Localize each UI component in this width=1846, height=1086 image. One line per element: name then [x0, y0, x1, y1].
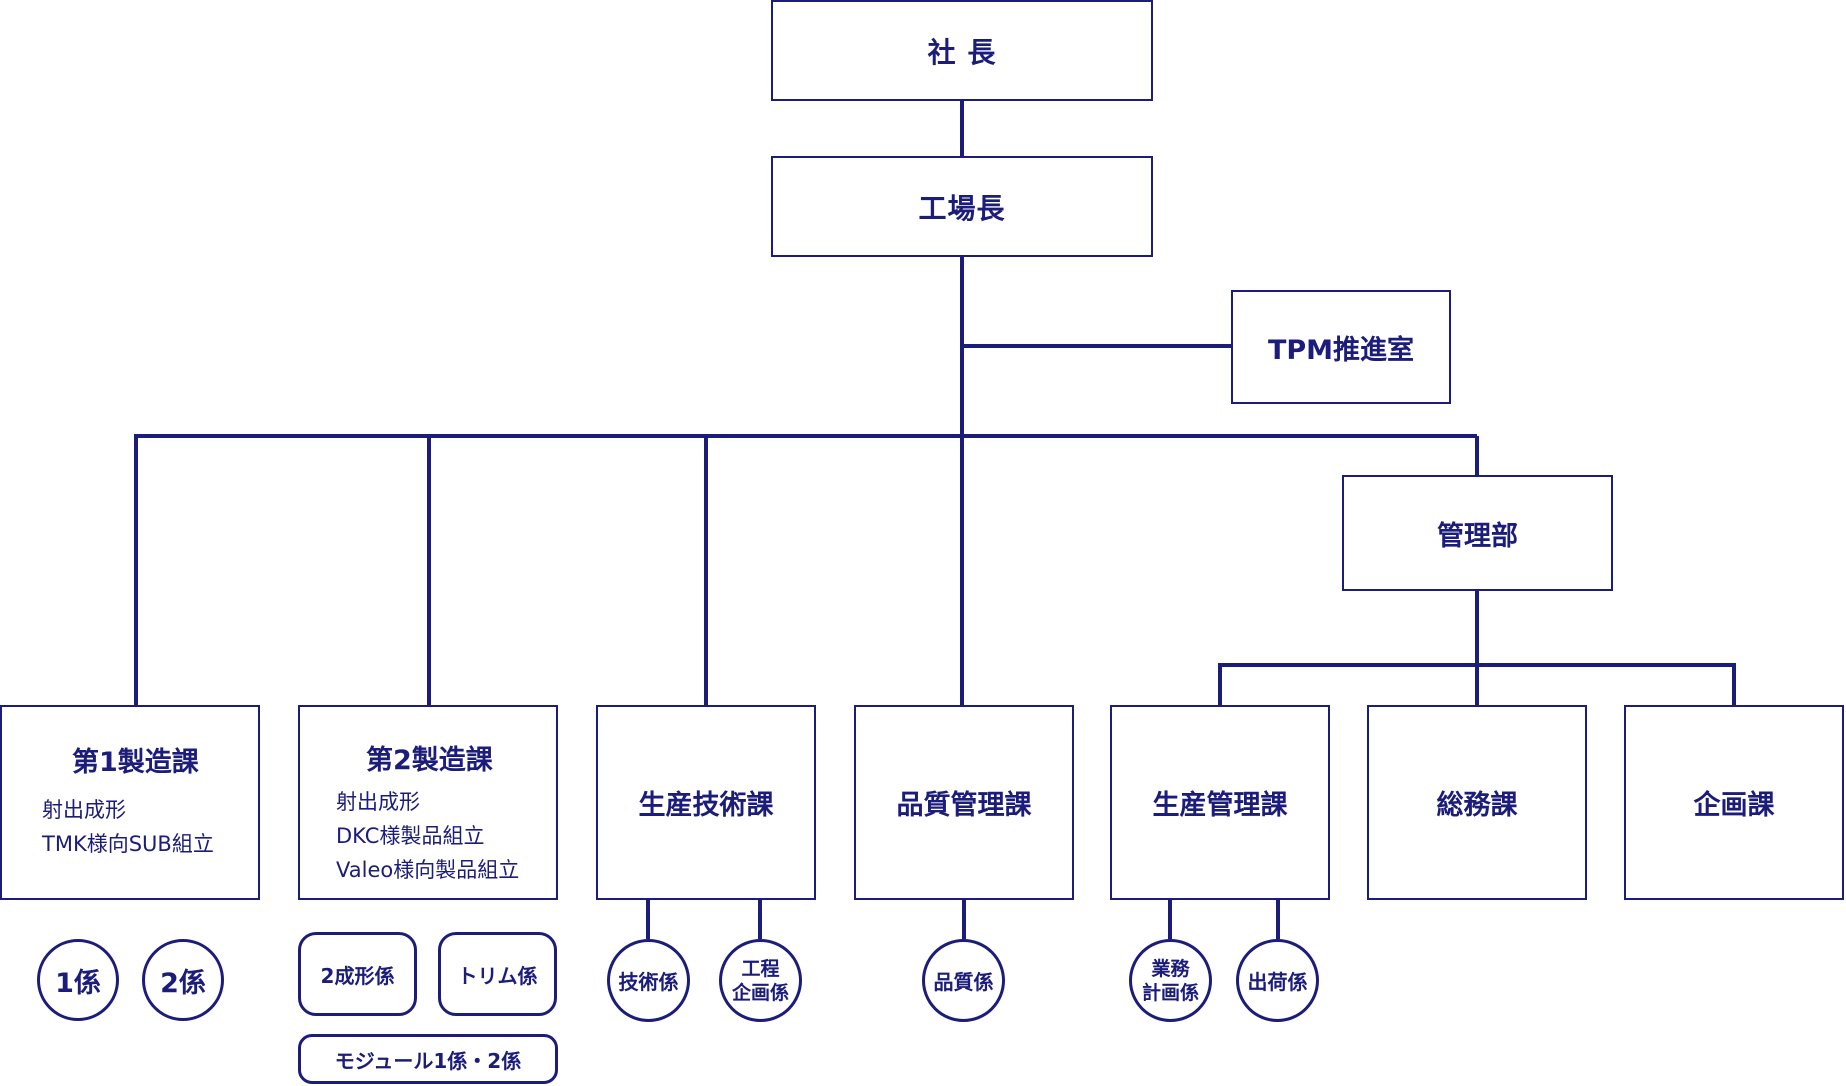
production-control-label: 生産管理課 — [1152, 790, 1288, 821]
team-label: 2成形係 — [320, 963, 395, 988]
plant-manager-label: 工場長 — [918, 191, 1006, 225]
plant-manager-box: 工場長 — [771, 156, 1153, 257]
mfg1-box: 第1製造課 射出成形 TMK様向SUB組立 — [0, 705, 260, 900]
team-circle: 出荷係 — [1236, 939, 1319, 1022]
team-label: 1係 — [55, 967, 101, 999]
admin-dept-label: 管理部 — [1437, 520, 1518, 552]
team-label: モジュール1係・2係 — [334, 1048, 522, 1073]
team-label: 企画係 — [731, 981, 789, 1004]
tpm-office-label: TPM推進室 — [1267, 334, 1415, 366]
team-circle: 工程 企画係 — [719, 939, 802, 1022]
mfg2-item: DKC様製品組立 — [336, 824, 485, 848]
team-label: 2係 — [160, 967, 206, 999]
team-label: トリム係 — [457, 963, 538, 988]
team-circle: 2係 — [142, 939, 224, 1021]
president-box: 社 長 — [771, 0, 1153, 101]
team-label: 技術係 — [618, 970, 679, 994]
mfg2-item: 射出成形 — [336, 790, 420, 814]
mfg1-title: 第1製造課 — [72, 747, 199, 778]
team-pill: 2成形係 — [298, 932, 417, 1016]
team-label: 業務 — [1151, 957, 1190, 980]
quality-control-label: 品質管理課 — [896, 790, 1032, 821]
team-label: 品質係 — [933, 970, 994, 994]
team-pill: モジュール1係・2係 — [298, 1034, 558, 1084]
planning-label: 企画課 — [1693, 790, 1775, 821]
quality-control-box: 品質管理課 — [854, 705, 1074, 900]
mfg2-title: 第2製造課 — [366, 745, 493, 776]
mfg1-item: 射出成形 — [42, 798, 126, 822]
production-engineering-label: 生産技術課 — [638, 790, 774, 821]
production-control-box: 生産管理課 — [1110, 705, 1330, 900]
admin-dept-box: 管理部 — [1342, 475, 1613, 591]
team-label: 計画係 — [1141, 981, 1199, 1004]
general-affairs-label: 総務課 — [1436, 790, 1518, 821]
team-label: 出荷係 — [1247, 970, 1308, 994]
team-label: 工程 — [741, 957, 780, 980]
team-circle: 品質係 — [922, 939, 1005, 1022]
general-affairs-box: 総務課 — [1367, 705, 1587, 900]
mfg2-item: Valeo様向製品組立 — [336, 858, 520, 882]
team-circle: 技術係 — [607, 939, 690, 1022]
mfg2-box: 第2製造課 射出成形 DKC様製品組立 Valeo様向製品組立 — [298, 705, 558, 900]
team-circle: 業務 計画係 — [1129, 939, 1212, 1022]
planning-box: 企画課 — [1624, 705, 1844, 900]
tpm-office-box: TPM推進室 — [1231, 290, 1451, 404]
production-engineering-box: 生産技術課 — [596, 705, 816, 900]
team-pill: トリム係 — [438, 932, 557, 1016]
team-circle: 1係 — [37, 939, 119, 1021]
mfg1-item: TMK様向SUB組立 — [42, 832, 214, 856]
president-label: 社 長 — [927, 35, 997, 69]
